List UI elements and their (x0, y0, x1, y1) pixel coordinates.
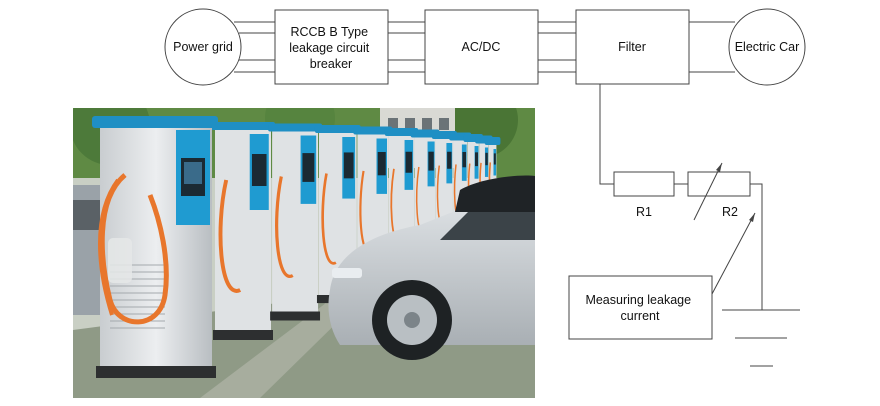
acdc-block: AC/DC (424, 9, 539, 85)
r2-resistor (687, 171, 751, 197)
ground-icon (722, 309, 800, 367)
conductor-lines (234, 21, 735, 73)
measuring-label: Measuring leakage current (585, 293, 694, 323)
electric-car-node: Electric Car (728, 8, 806, 86)
r1-label: R1 (636, 205, 652, 219)
r2-variable-arrow (693, 162, 723, 221)
measuring-block (568, 275, 713, 340)
charging-station-photo (73, 108, 535, 398)
rccb-label-line-3: breaker (310, 57, 352, 71)
power-grid-node: Power grid (164, 8, 242, 86)
station-unit (211, 122, 275, 340)
filter-label: Filter (618, 40, 646, 54)
rccb-label-line-2: leakage circuit (289, 41, 369, 55)
r1-resistor (613, 171, 675, 197)
measuring-label-line-2: current (621, 309, 660, 323)
power-path: Power grid RCCB B Type leakage circuit b… (164, 8, 806, 86)
meter-arrowhead-icon (749, 213, 755, 222)
filter-block: Filter (575, 9, 690, 85)
measuring-label-line-1: Measuring leakage (585, 293, 691, 307)
station-unit (268, 123, 323, 321)
meter-arrow-line (711, 212, 756, 295)
leakage-circuit: R1 R2 Measuring leakage current (568, 84, 800, 367)
filter-to-r1-wire (599, 84, 614, 185)
r2-label: R2 (722, 205, 738, 219)
rccb-label-line-1: RCCB B Type (290, 25, 368, 39)
rccb-block: RCCB B Type leakage circuit breaker (274, 9, 389, 85)
acdc-label: AC/DC (462, 40, 501, 54)
r2-to-ground-wire (750, 183, 763, 310)
electric-car-label: Electric Car (735, 40, 800, 54)
r2-arrowhead-icon (716, 163, 722, 172)
rccb-label: RCCB B Type leakage circuit breaker (289, 25, 372, 71)
power-grid-label: Power grid (173, 40, 233, 54)
